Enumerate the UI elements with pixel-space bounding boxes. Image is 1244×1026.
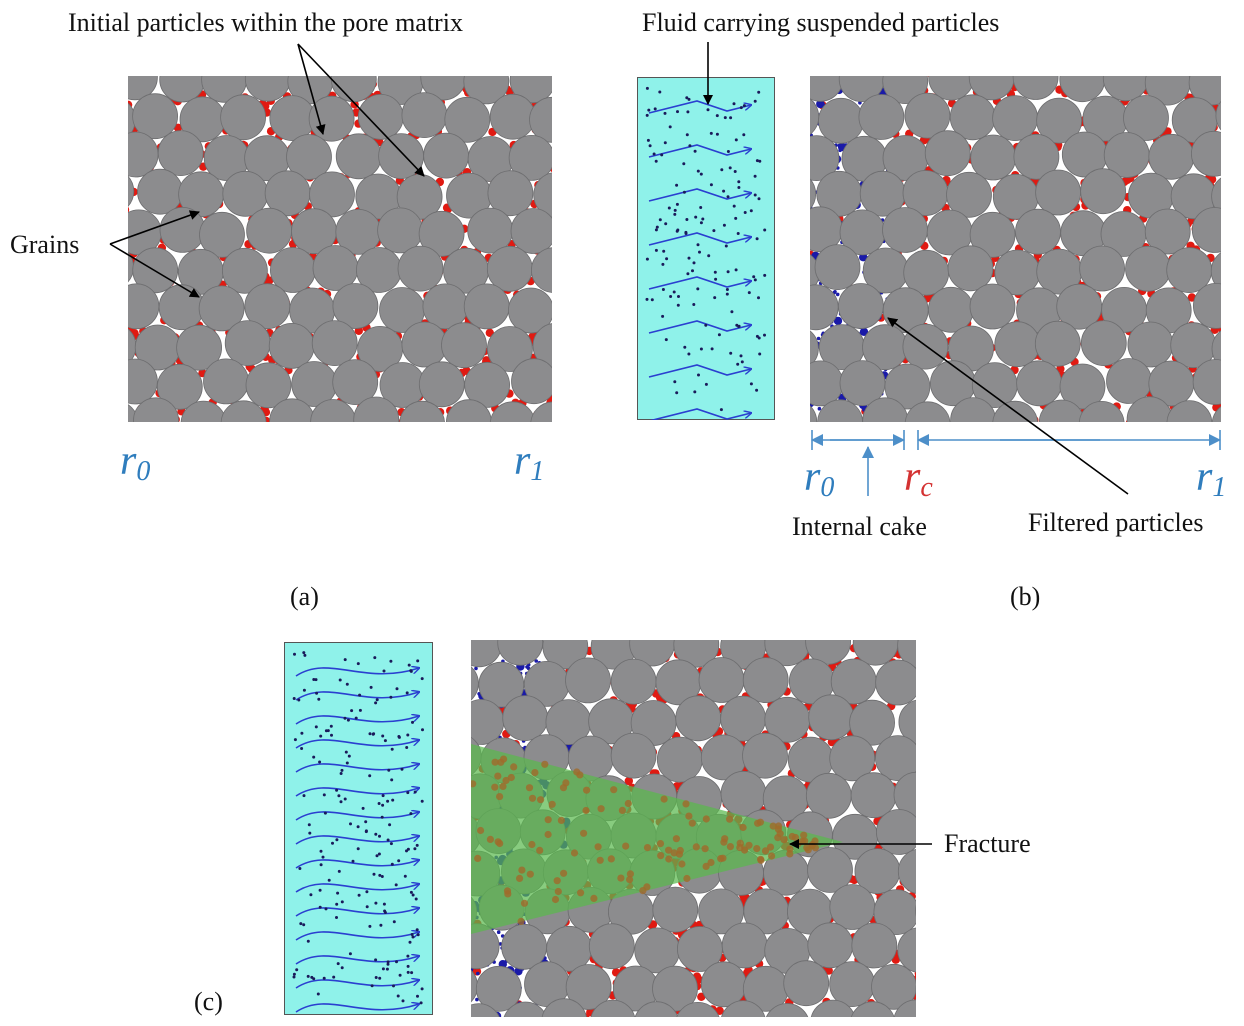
flow-arrow: [295, 908, 419, 917]
flow-arrow: [295, 980, 419, 989]
grains: [810, 76, 1221, 422]
flow-arrow: [649, 408, 751, 420]
filtered-particles-arrow: [887, 317, 1129, 495]
flow-arrow: [295, 740, 419, 749]
flow-arrow: [648, 100, 751, 114]
panel-c-fluid-box: [284, 642, 433, 1015]
caption-b: (b): [1010, 582, 1041, 611]
annotation-fracture: Fracture: [944, 829, 1031, 858]
flow-arrow: [295, 788, 419, 797]
flow-arrow: [295, 836, 419, 845]
label-internal-cake: Internal cake: [792, 512, 927, 541]
particles-arrow-1: [297, 43, 326, 135]
panel-c-porous-medium: [471, 640, 916, 1017]
flow-arrow: [648, 144, 751, 158]
flow-arrow: [295, 692, 419, 701]
symbol-r1-b: r1: [1196, 454, 1227, 503]
grains-arrow-2: [109, 243, 200, 298]
symbol-r0-b: r0: [804, 454, 835, 503]
fracture-wedge: [471, 744, 843, 934]
flow-arrow: [295, 932, 419, 941]
flow-arrow: [648, 232, 751, 246]
flow-arrow: [295, 1004, 419, 1013]
annotation-grains: Grains: [10, 230, 80, 259]
flow-arrow: [295, 956, 419, 965]
flow-arrow: [295, 812, 419, 821]
flow-arrow: [295, 764, 419, 773]
caption-c: (c): [194, 987, 223, 1016]
flow-arrow: [648, 188, 751, 202]
symbol-r0-a: r0: [120, 438, 151, 487]
grains-arrow-1: [109, 210, 200, 245]
label-filtered-particles: Filtered particles: [1028, 508, 1204, 537]
flow-arrow: [648, 364, 751, 378]
flow-arrow: [295, 668, 419, 677]
caption-a: (a): [290, 582, 319, 611]
panel-b-fluid-box: [637, 77, 775, 420]
flow-arrow: [295, 884, 419, 893]
particles-arrow-2: [297, 43, 425, 177]
annotation-fluid: Fluid carrying suspended particles: [642, 8, 1000, 37]
flow-arrow: [648, 276, 751, 290]
panel-b-porous-medium: [810, 76, 1221, 422]
flow-arrow: [648, 320, 751, 334]
annotation-initial-particles: Initial particles within the pore matrix: [68, 8, 463, 37]
symbol-rc-b: rc: [904, 454, 933, 503]
flow-arrow: [295, 860, 419, 869]
symbol-r1-a: r1: [514, 438, 545, 487]
flow-arrow: [295, 716, 419, 725]
